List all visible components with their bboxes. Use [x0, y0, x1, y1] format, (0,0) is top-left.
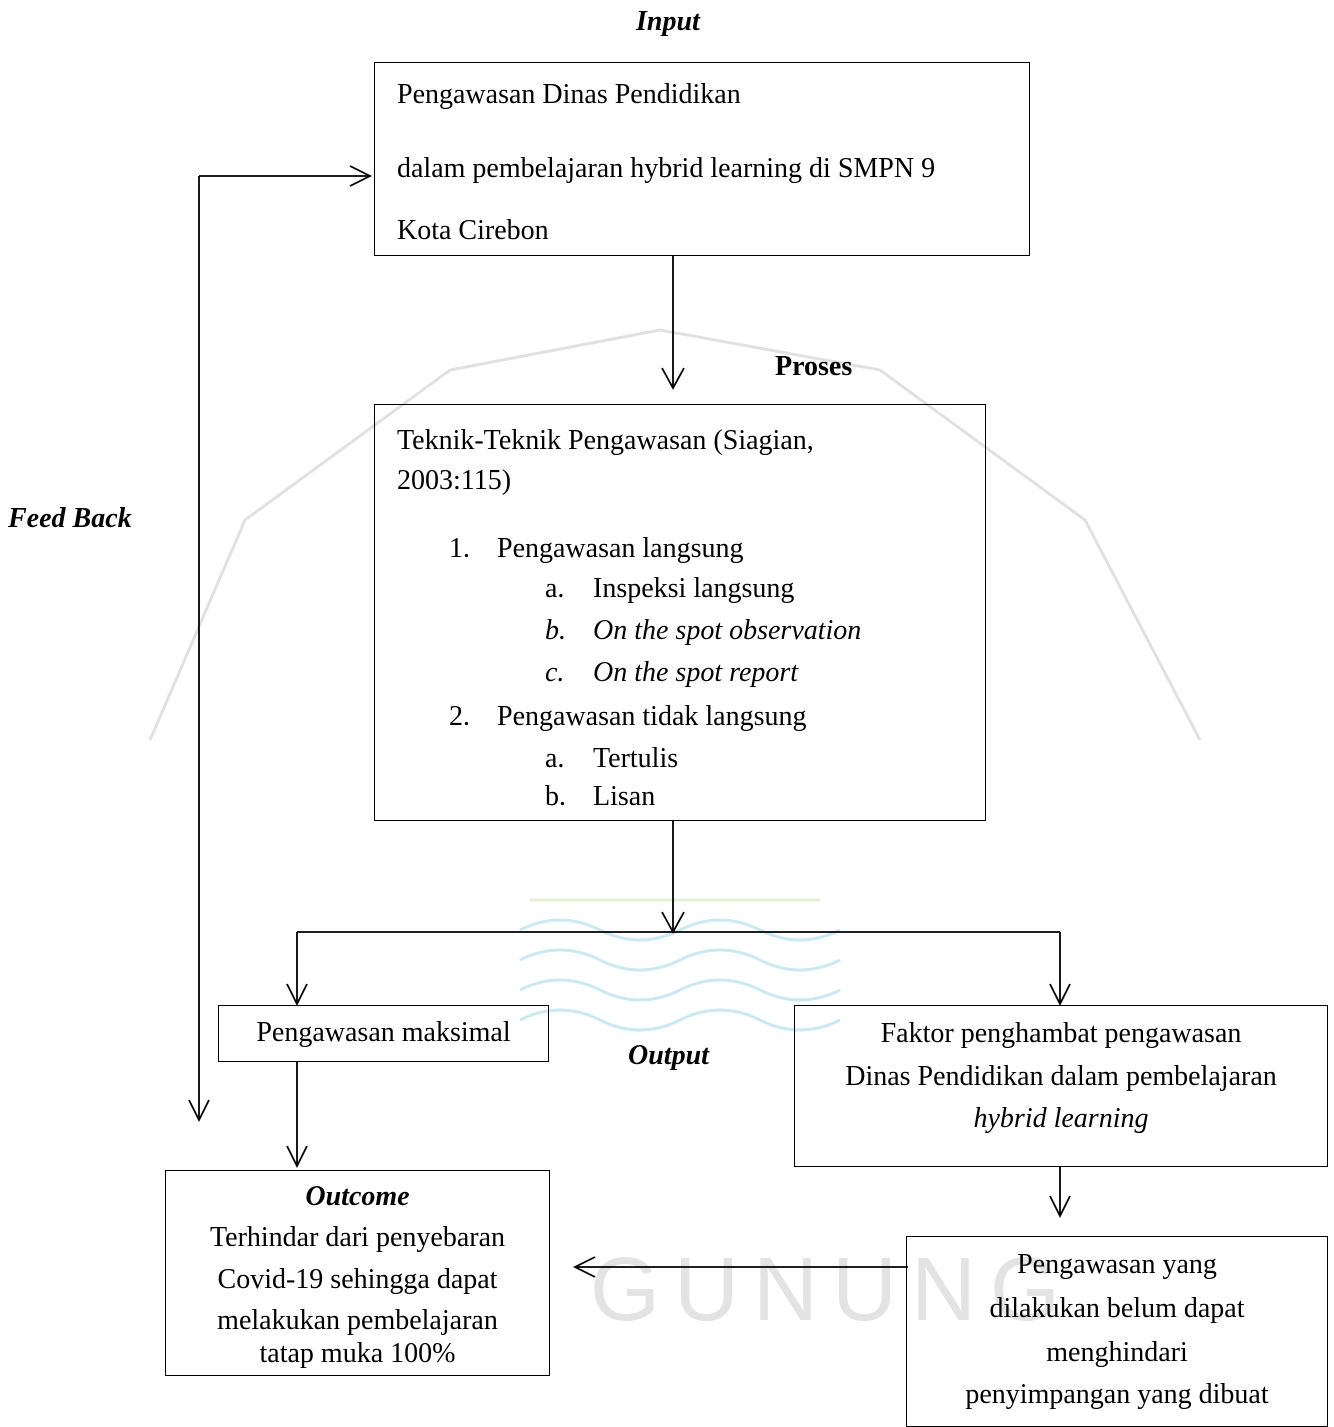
label-output: Output [628, 1040, 709, 1071]
label-proses: Proses [775, 351, 853, 382]
input-line-1: Pengawasan Dinas Pendidikan [397, 79, 741, 110]
factor-line-2: Dinas Pendidikan dalam pembelajaran [845, 1061, 1277, 1092]
item-text: Pengawasan tidak langsung [497, 701, 807, 732]
outcome-box: Outcome Terhindar dari penyebaran Covid-… [165, 1170, 550, 1376]
outcome-line-2: Covid-19 sehingga dapat [217, 1264, 498, 1295]
item-marker: c. [545, 657, 565, 688]
watermark-text: GUNUNG [590, 1240, 1074, 1340]
deviation-line-2: dilakukan belum dapat [989, 1293, 1245, 1324]
deviation-line-4: penyimpangan yang dibuat [965, 1379, 1269, 1410]
outcome-title: Outcome [305, 1181, 410, 1212]
item-marker: a. [545, 743, 565, 774]
item-marker: 1. [449, 533, 470, 564]
max-text: Pengawasan maksimal [256, 1017, 511, 1048]
outcome-line-1: Terhindar dari penyebaran [210, 1222, 505, 1253]
label-input: Input [636, 6, 700, 37]
item-marker: b. [545, 781, 566, 812]
factor-box: Faktor penghambat pengawasan Dinas Pendi… [794, 1005, 1328, 1167]
process-title-1: Teknik-Teknik Pengawasan (Siagian, [397, 425, 814, 456]
item-marker: a. [545, 573, 565, 604]
process-box: Teknik-Teknik Pengawasan (Siagian, 2003:… [374, 404, 986, 821]
item-marker: 2. [449, 701, 470, 732]
arrowhead-input [349, 165, 373, 187]
process-title-2: 2003:115) [397, 465, 512, 496]
factor-line-3: hybrid learning [973, 1103, 1149, 1134]
outcome-line-3: melakukan pembelajaran [217, 1305, 498, 1336]
item-text: On the spot observation [593, 615, 862, 646]
item-text: On the spot report [593, 657, 799, 688]
input-line-2: dalam pembelajaran hybrid learning di SM… [397, 153, 936, 184]
input-box: Pengawasan Dinas Pendidikan dalam pembel… [374, 62, 1030, 256]
deviation-box: Pengawasan yang dilakukan belum dapat me… [906, 1236, 1328, 1427]
factor-line-1: Faktor penghambat pengawasan [880, 1018, 1242, 1049]
item-text: Pengawasan langsung [497, 533, 744, 564]
item-text: Lisan [593, 781, 656, 812]
outcome-line-4: tatap muka 100% [259, 1338, 456, 1369]
deviation-line-3: menghindari [1046, 1337, 1188, 1368]
item-text: Inspeksi langsung [593, 573, 795, 604]
item-text: Tertulis [593, 743, 679, 774]
item-marker: b. [545, 615, 566, 646]
label-feedback: Feed Back [8, 503, 132, 534]
input-line-3: Kota Cirebon [397, 215, 549, 246]
arrowhead-process [661, 367, 685, 390]
deviation-line-1: Pengawasan yang [1017, 1249, 1217, 1280]
max-box: Pengawasan maksimal [218, 1005, 549, 1062]
